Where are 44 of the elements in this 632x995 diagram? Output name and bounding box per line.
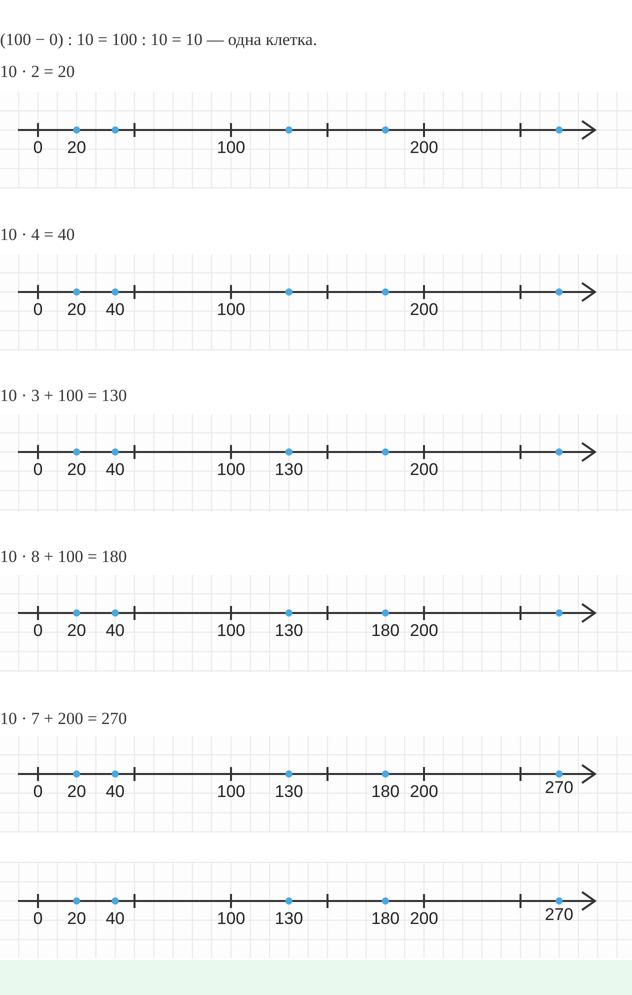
tick-label: 130 xyxy=(274,621,304,641)
tick-label: 130 xyxy=(274,460,304,480)
tick-label: 20 xyxy=(67,138,86,158)
tick-label: 40 xyxy=(106,300,125,320)
tick-label: 40 xyxy=(106,460,125,480)
tick-label: 180 xyxy=(371,621,400,641)
tick-label: 270 xyxy=(544,905,574,925)
tick-label: 0 xyxy=(33,460,43,480)
tick-label: 20 xyxy=(67,782,86,802)
tick-label: 200 xyxy=(410,909,438,929)
tick-label: 20 xyxy=(67,300,86,320)
tick-label: 180 xyxy=(371,782,400,802)
tick-label: 0 xyxy=(33,621,43,641)
tick-label: 180 xyxy=(371,909,400,929)
tick-label: 40 xyxy=(106,621,125,641)
tick-label: 200 xyxy=(410,138,438,158)
equation-text: 10 · 2 = 20 xyxy=(0,62,75,82)
tick-label: 200 xyxy=(410,300,438,320)
tick-label: 100 xyxy=(216,300,246,320)
equation-text: 10 · 8 + 100 = 180 xyxy=(0,547,127,567)
tick-label: 200 xyxy=(410,621,438,641)
tick-label: 0 xyxy=(33,909,43,929)
tick-label: 0 xyxy=(33,300,43,320)
tick-label: 0 xyxy=(33,782,43,802)
equation-text: 10 · 3 + 100 = 130 xyxy=(0,386,127,406)
tick-label: 100 xyxy=(216,909,246,929)
tick-label: 20 xyxy=(67,460,86,480)
tick-label: 40 xyxy=(106,909,125,929)
tick-label: 100 xyxy=(216,782,246,802)
tick-label: 0 xyxy=(33,138,43,158)
tick-label: 100 xyxy=(216,460,246,480)
tick-label: 40 xyxy=(106,782,125,802)
tick-label: 200 xyxy=(410,460,438,480)
equation-text: 10 · 7 + 200 = 270 xyxy=(0,709,127,729)
tick-label: 20 xyxy=(67,621,86,641)
tick-label: 100 xyxy=(216,138,246,158)
tick-label: 130 xyxy=(274,909,304,929)
tick-label: 100 xyxy=(216,621,246,641)
equation-text: 10 · 4 = 40 xyxy=(0,225,75,245)
tick-label: 130 xyxy=(274,782,304,802)
tick-label: 20 xyxy=(67,909,86,929)
tick-label: 200 xyxy=(410,782,438,802)
tick-label: 270 xyxy=(544,778,574,798)
note-text: (100 − 0) : 10 = 100 : 10 = 10 — одна клетка. xyxy=(0,30,318,50)
